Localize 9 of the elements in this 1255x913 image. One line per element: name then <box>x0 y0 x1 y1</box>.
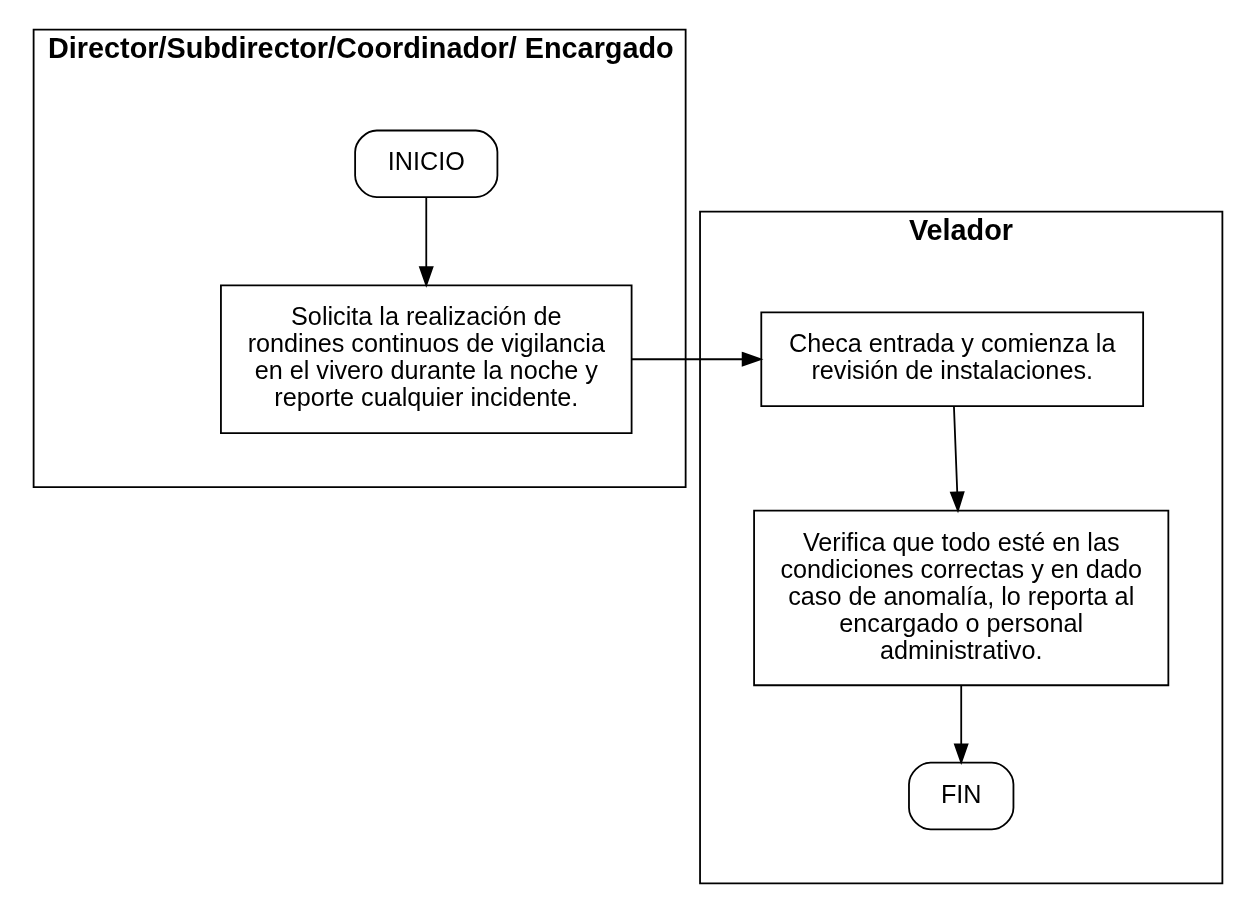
node-box: Verifica que todo esté en las condiciones correctas y en dado caso de anomalía, lo reporta al encargado o personal administrativo. <box>752 509 1169 687</box>
node-box: Checa entrada y comienza la revisión de instalaciones. <box>759 311 1144 407</box>
arrow <box>949 405 965 514</box>
arrow <box>630 351 763 367</box>
node-box: Solicita la realización de rondines continuos de vigilancia en el vivero durante la noche y reporte cualquier incidente. <box>219 284 632 434</box>
arrow <box>953 684 969 766</box>
node-box: INICIO <box>353 129 498 199</box>
arrow <box>418 196 434 288</box>
node-box: FIN <box>907 761 1014 831</box>
